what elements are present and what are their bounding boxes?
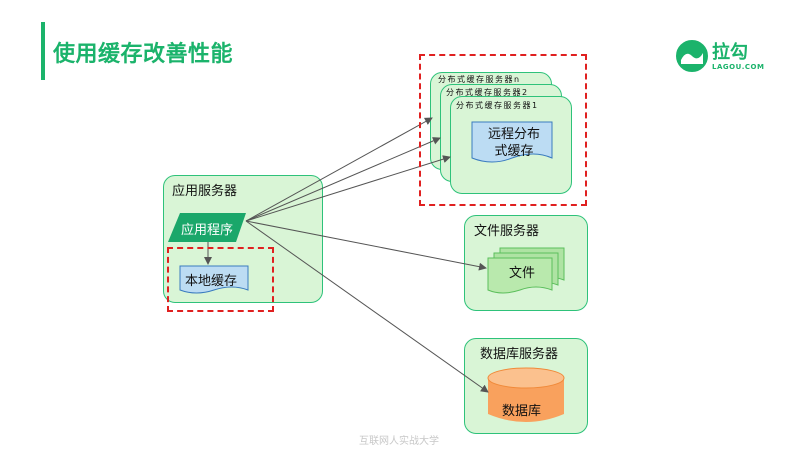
logo-sub: LAGOU.COM [712, 63, 765, 71]
app-program-label: 应用程序 [181, 223, 234, 238]
cache-server-2-label: 分布式缓存服务器2 [446, 88, 529, 97]
local-cache-doc [179, 265, 249, 294]
cache-server-1-label: 分布式缓存服务器1 [456, 101, 539, 110]
remote-cache-highlight [419, 54, 587, 206]
lagou-logo-icon [676, 40, 708, 72]
db-server-label: 数据库服务器 [480, 347, 559, 362]
app-program-shape [168, 213, 246, 242]
local-cache-label: 本地缓存 [185, 274, 238, 289]
remote-cache-label: 远程分布式缓存 [487, 127, 540, 159]
app-server-label: 应用服务器 [172, 184, 238, 199]
db-cylinder-top [487, 367, 565, 389]
footer-text: 互联网人实战大学 [359, 436, 439, 447]
local-cache-highlight [167, 247, 274, 312]
page-title: 使用缓存改善性能 [53, 42, 234, 67]
cache-server-n-label: 分布式缓存服务器n [438, 75, 521, 84]
file-doc-front [487, 257, 553, 294]
remote-cache-doc [471, 121, 553, 163]
logo-name: 拉勾 [712, 42, 748, 63]
file-server-label: 文件服务器 [474, 224, 540, 239]
title-accent-bar [41, 22, 45, 80]
file-label: 文件 [509, 266, 536, 281]
db-cylinder [488, 378, 564, 422]
db-label: 数据库 [502, 404, 542, 419]
